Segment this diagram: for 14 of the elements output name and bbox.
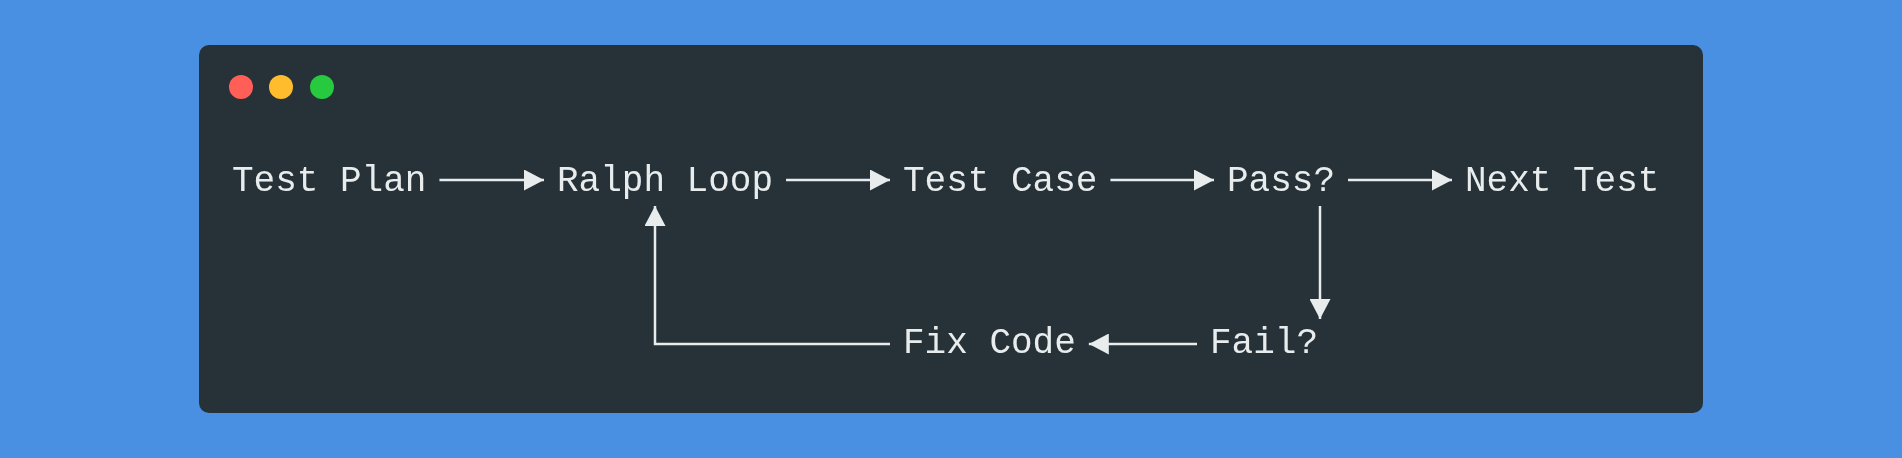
arrow <box>439 169 544 191</box>
step-label: Ralph Loop <box>547 160 784 203</box>
arrow <box>644 206 890 346</box>
step-label: Fail? <box>1200 322 1329 365</box>
arrow <box>786 169 890 191</box>
arrow <box>1088 333 1197 355</box>
step-label: Pass? <box>1217 160 1346 203</box>
step-label: Test Plan <box>222 160 437 203</box>
arrow <box>1309 206 1331 319</box>
arrow <box>1348 169 1452 191</box>
step-label: Test Case <box>893 160 1108 203</box>
arrow <box>1110 169 1214 191</box>
step-label: Next Test <box>1455 160 1670 203</box>
step-label: Fix Code <box>893 322 1086 365</box>
